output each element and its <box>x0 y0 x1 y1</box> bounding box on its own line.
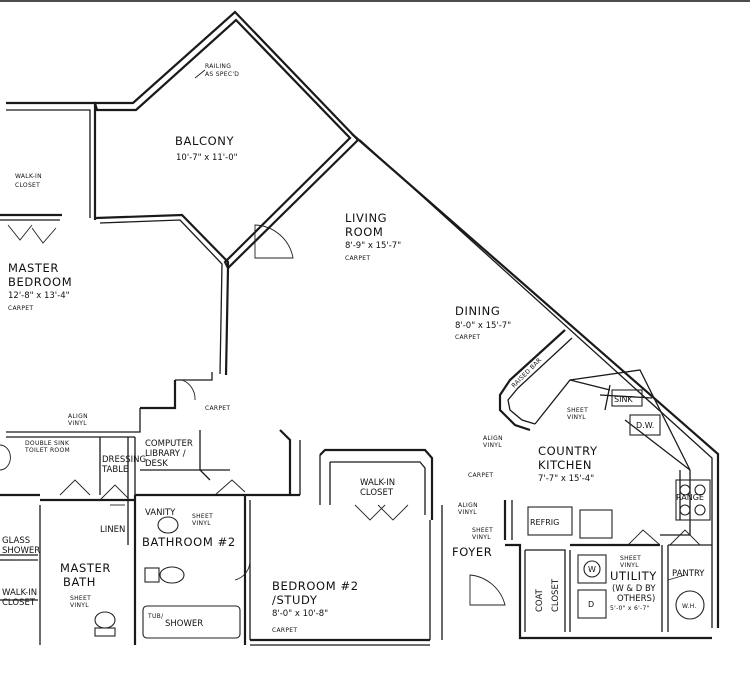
vanity-label: VANITY <box>145 508 176 518</box>
coat-closet-label-1: COAT <box>535 588 545 612</box>
double-sink-1: DOUBLE SINK <box>25 440 70 447</box>
pantry-name: PANTRY <box>672 569 705 579</box>
kitchen-name-2: KITCHEN <box>538 458 592 472</box>
bath-vinyl-a: SHEET <box>192 513 213 520</box>
master-bedroom-dims: 12'-8" x 13'-4" <box>8 291 70 301</box>
balcony-dims: 10'-7" x 11'-0" <box>176 153 238 163</box>
master-bath-name-2: BATH <box>63 575 96 589</box>
sink-label: SINK <box>614 395 633 404</box>
align-vinyl-1-a: ALIGN <box>68 413 88 420</box>
align-vinyl-1-b: VINYL <box>68 420 87 427</box>
corridor-floor: CARPET <box>205 405 230 412</box>
bedroom2-name-1: BEDROOM #2 <box>272 579 359 593</box>
dining-dims: 8'-0" x 15'-7" <box>455 321 511 331</box>
kitchen-name-1: COUNTRY <box>538 444 598 458</box>
align-vinyl-2-a: ALIGN <box>483 435 503 442</box>
living-room-name-1: LIVING <box>345 211 387 225</box>
computer-desk-3: DESK <box>145 459 168 469</box>
computer-desk-1: COMPUTER <box>145 439 193 449</box>
raised-bar-label: RAISED BAR <box>510 357 543 390</box>
walkin-closet-1-name-2: CLOSET <box>15 182 40 189</box>
dryer-label: D <box>588 600 594 609</box>
balcony-name: BALCONY <box>175 134 234 148</box>
linen-label: LINEN <box>100 525 125 535</box>
bedroom2-floor: CARPET <box>272 627 297 634</box>
align-vinyl-3-b: VINYL <box>458 509 477 516</box>
double-sink-2: TOILET ROOM <box>24 447 70 454</box>
computer-desk-2: LIBRARY / <box>145 449 186 459</box>
washer-label: W <box>588 565 596 574</box>
wh-label: W.H. <box>682 603 697 610</box>
living-room-dims: 8'-9" x 15'-7" <box>345 241 401 251</box>
living-room-floor: CARPET <box>345 255 370 262</box>
fixtures <box>0 69 711 639</box>
refrig-label: REFRIG <box>530 518 559 527</box>
foyer-name: FOYER <box>452 545 492 559</box>
bedroom2-name-2: /STUDY <box>272 593 318 607</box>
kitchen-dims: 7'-7" x 15'-4" <box>538 474 594 484</box>
dining-carpet: CARPET <box>468 472 493 479</box>
tub-label-2: SHOWER <box>165 619 203 629</box>
glass-shower-1: GLASS <box>2 536 30 546</box>
master-bedroom-floor: CARPET <box>8 305 33 312</box>
dressing-table-1: DRESSING <box>102 455 146 465</box>
master-bath-name-1: MASTER <box>60 561 111 575</box>
master-bath-vinyl-a: SHEET <box>70 595 91 602</box>
kitchen-vinyl-b: VINYL <box>567 414 586 421</box>
utility-name-1: UTILITY <box>610 569 657 583</box>
dining-floor: CARPET <box>455 334 480 341</box>
walkin-closet-2-name-2: CLOSET <box>360 488 394 498</box>
master-bedroom-name-2: BEDROOM <box>8 275 72 289</box>
foyer-vinyl-b: VINYL <box>472 534 491 541</box>
living-room-name-2: ROOM <box>345 225 383 239</box>
walkin-closet-2-name-1: WALK-IN <box>360 478 395 488</box>
railing-note-1: RAILING <box>205 63 231 70</box>
coat-closet-label-2: CLOSET <box>551 578 561 612</box>
dressing-table-2: TABLE <box>101 465 128 475</box>
interior-walls <box>0 213 712 646</box>
master-bedroom-name-1: MASTER <box>8 261 59 275</box>
utility-name-3: OTHERS) <box>617 594 655 604</box>
kitchen-vinyl-a: SHEET <box>567 407 588 414</box>
bath-vinyl-b: VINYL <box>192 520 211 527</box>
bathroom-name: BATHROOM #2 <box>142 535 236 549</box>
align-vinyl-3-a: ALIGN <box>458 502 478 509</box>
utility-name-2: (W & D BY <box>612 584 656 594</box>
doors <box>7 224 701 606</box>
room-labels: RAILING AS SPEC'D BALCONY 10'-7" x 11'-0… <box>2 63 705 634</box>
walkin-closet-3-name-1: WALK-IN <box>2 588 37 598</box>
foyer-vinyl-a: SHEET <box>472 527 493 534</box>
bedroom2-dims: 8'-0" x 10'-8" <box>272 609 328 619</box>
dining-name: DINING <box>455 304 500 318</box>
exterior-walls <box>6 10 720 628</box>
align-vinyl-2-b: VINYL <box>483 442 502 449</box>
utility-vinyl-b: VINYL <box>620 562 639 569</box>
master-bath-vinyl-b: VINYL <box>70 602 89 609</box>
utility-dims: 5'-0" x 6'-7" <box>610 605 650 612</box>
tub-label-1: TUB/ <box>147 613 164 620</box>
walkin-closet-3-name-2: CLOSET <box>2 598 36 608</box>
glass-shower-2: SHOWER <box>2 546 40 556</box>
railing-note-2: AS SPEC'D <box>205 71 239 78</box>
utility-vinyl-a: SHEET <box>620 555 641 562</box>
walkin-closet-1-name-1: WALK-IN <box>15 173 42 180</box>
range-label: RANGE <box>676 493 704 502</box>
dw-label: D.W. <box>636 421 654 430</box>
